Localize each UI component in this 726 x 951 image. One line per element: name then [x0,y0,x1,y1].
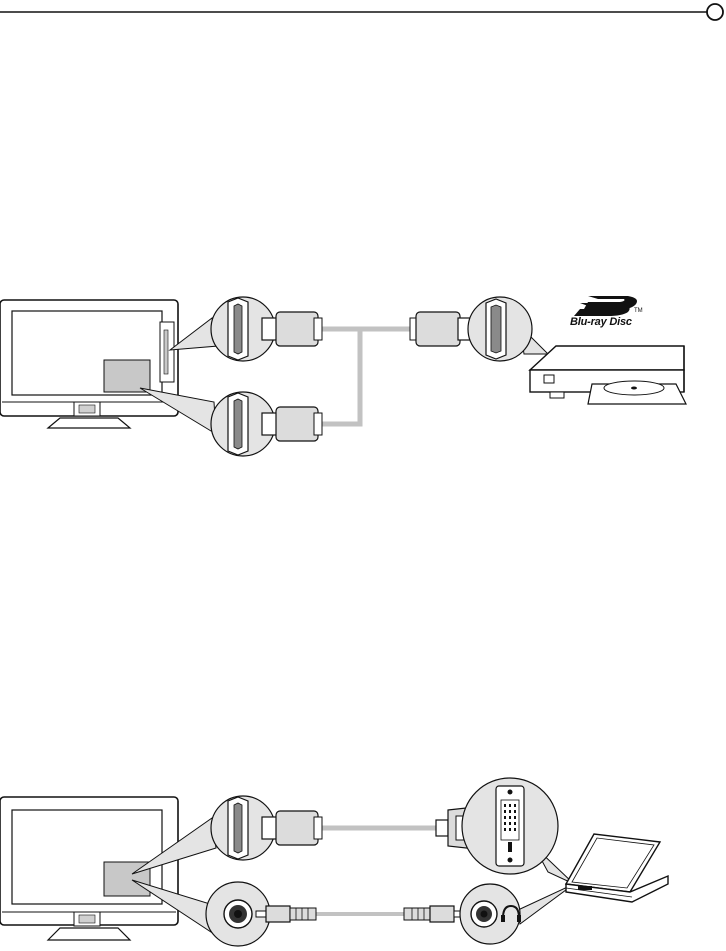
header-rule [0,4,723,20]
hdmi-port-icon [486,299,506,359]
bluray-player-icon [530,346,686,404]
hdmi-cable [320,329,412,424]
callout-headphone-out [460,884,521,944]
hdmi-port-icon [228,393,248,455]
hdmi-port-icon [228,797,248,859]
dvi-port-icon [496,786,524,866]
audio-jack-icon [224,900,252,928]
audio-jack-icon [471,901,497,927]
hdmi-port-icon [228,298,248,360]
audio-plug-right [404,906,464,922]
tv-icon [0,300,178,428]
blu-ray-logo-text: Blu-ray Disc [570,316,660,328]
hdmi-plug-icon [410,312,474,346]
blu-ray-logo-icon [574,296,637,316]
callout-player-hdmi [468,297,532,361]
laptop-icon [566,834,668,902]
blu-ray-trademark: TM [634,308,643,314]
figure-hdmi-dvi-to-laptop [0,778,668,946]
callout-dvi-port [462,778,558,874]
